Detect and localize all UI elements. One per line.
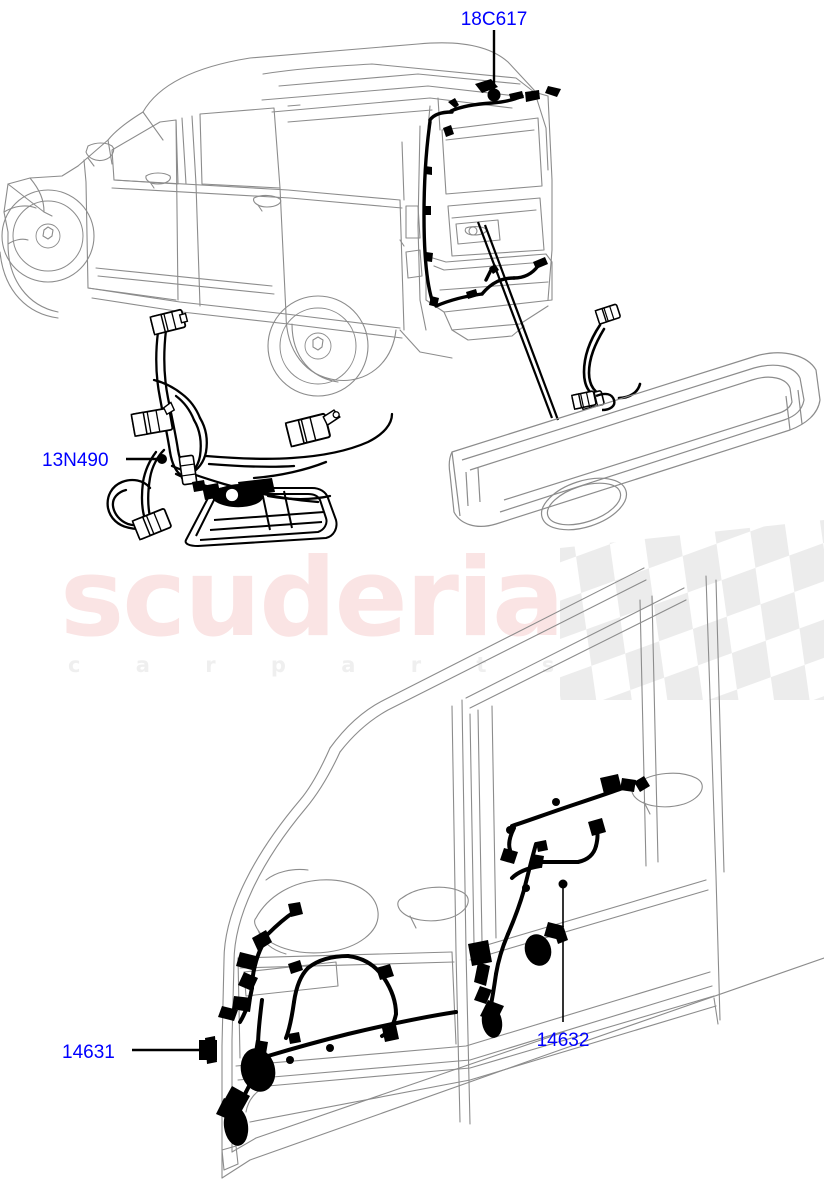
detail-connector-top [149, 308, 189, 336]
rear-door-harness-14632 [488, 784, 630, 1012]
front-door-harness-14631 [234, 910, 458, 1130]
detail-grommet-clip [178, 454, 198, 486]
auxiliary-connector-harness [582, 323, 642, 400]
handle-mount-bracket [192, 480, 221, 500]
tailgate-harness-on-vehicle [422, 94, 540, 308]
callout-label-18c617: 18C617 [461, 9, 528, 30]
watermark-tagline: c a r p a r t s [68, 653, 578, 677]
trim-bar-connector [570, 390, 616, 412]
callout-label-14631: 14631 [62, 1042, 115, 1063]
detail-connector-lower-left [131, 508, 172, 541]
tailgate-handle-trim-bar [448, 352, 821, 531]
front-door-harness-14631-blobs [199, 902, 399, 1146]
auxiliary-connector-a [594, 303, 622, 325]
detail-pointer-lines [476, 221, 560, 421]
tailgate-harness-connector-blobs [424, 79, 561, 307]
callout-leaders [126, 30, 568, 1052]
vehicle-rear-three-quarter-view [0, 42, 553, 397]
tailgate-handle-harness-detail [106, 308, 394, 547]
callout-label-14632: 14632 [537, 1030, 590, 1051]
callout-label-13n490: 13N490 [42, 450, 109, 471]
detail-connector-right [284, 409, 341, 448]
detail-connector-mid-left [130, 401, 176, 438]
watermark-group: scuderia c a r p a r t s [60, 520, 824, 700]
rear-door-harness-14632-blobs [468, 774, 650, 1038]
watermark-brand: scuderia [60, 536, 563, 661]
checkered-flag-icon [560, 520, 824, 700]
